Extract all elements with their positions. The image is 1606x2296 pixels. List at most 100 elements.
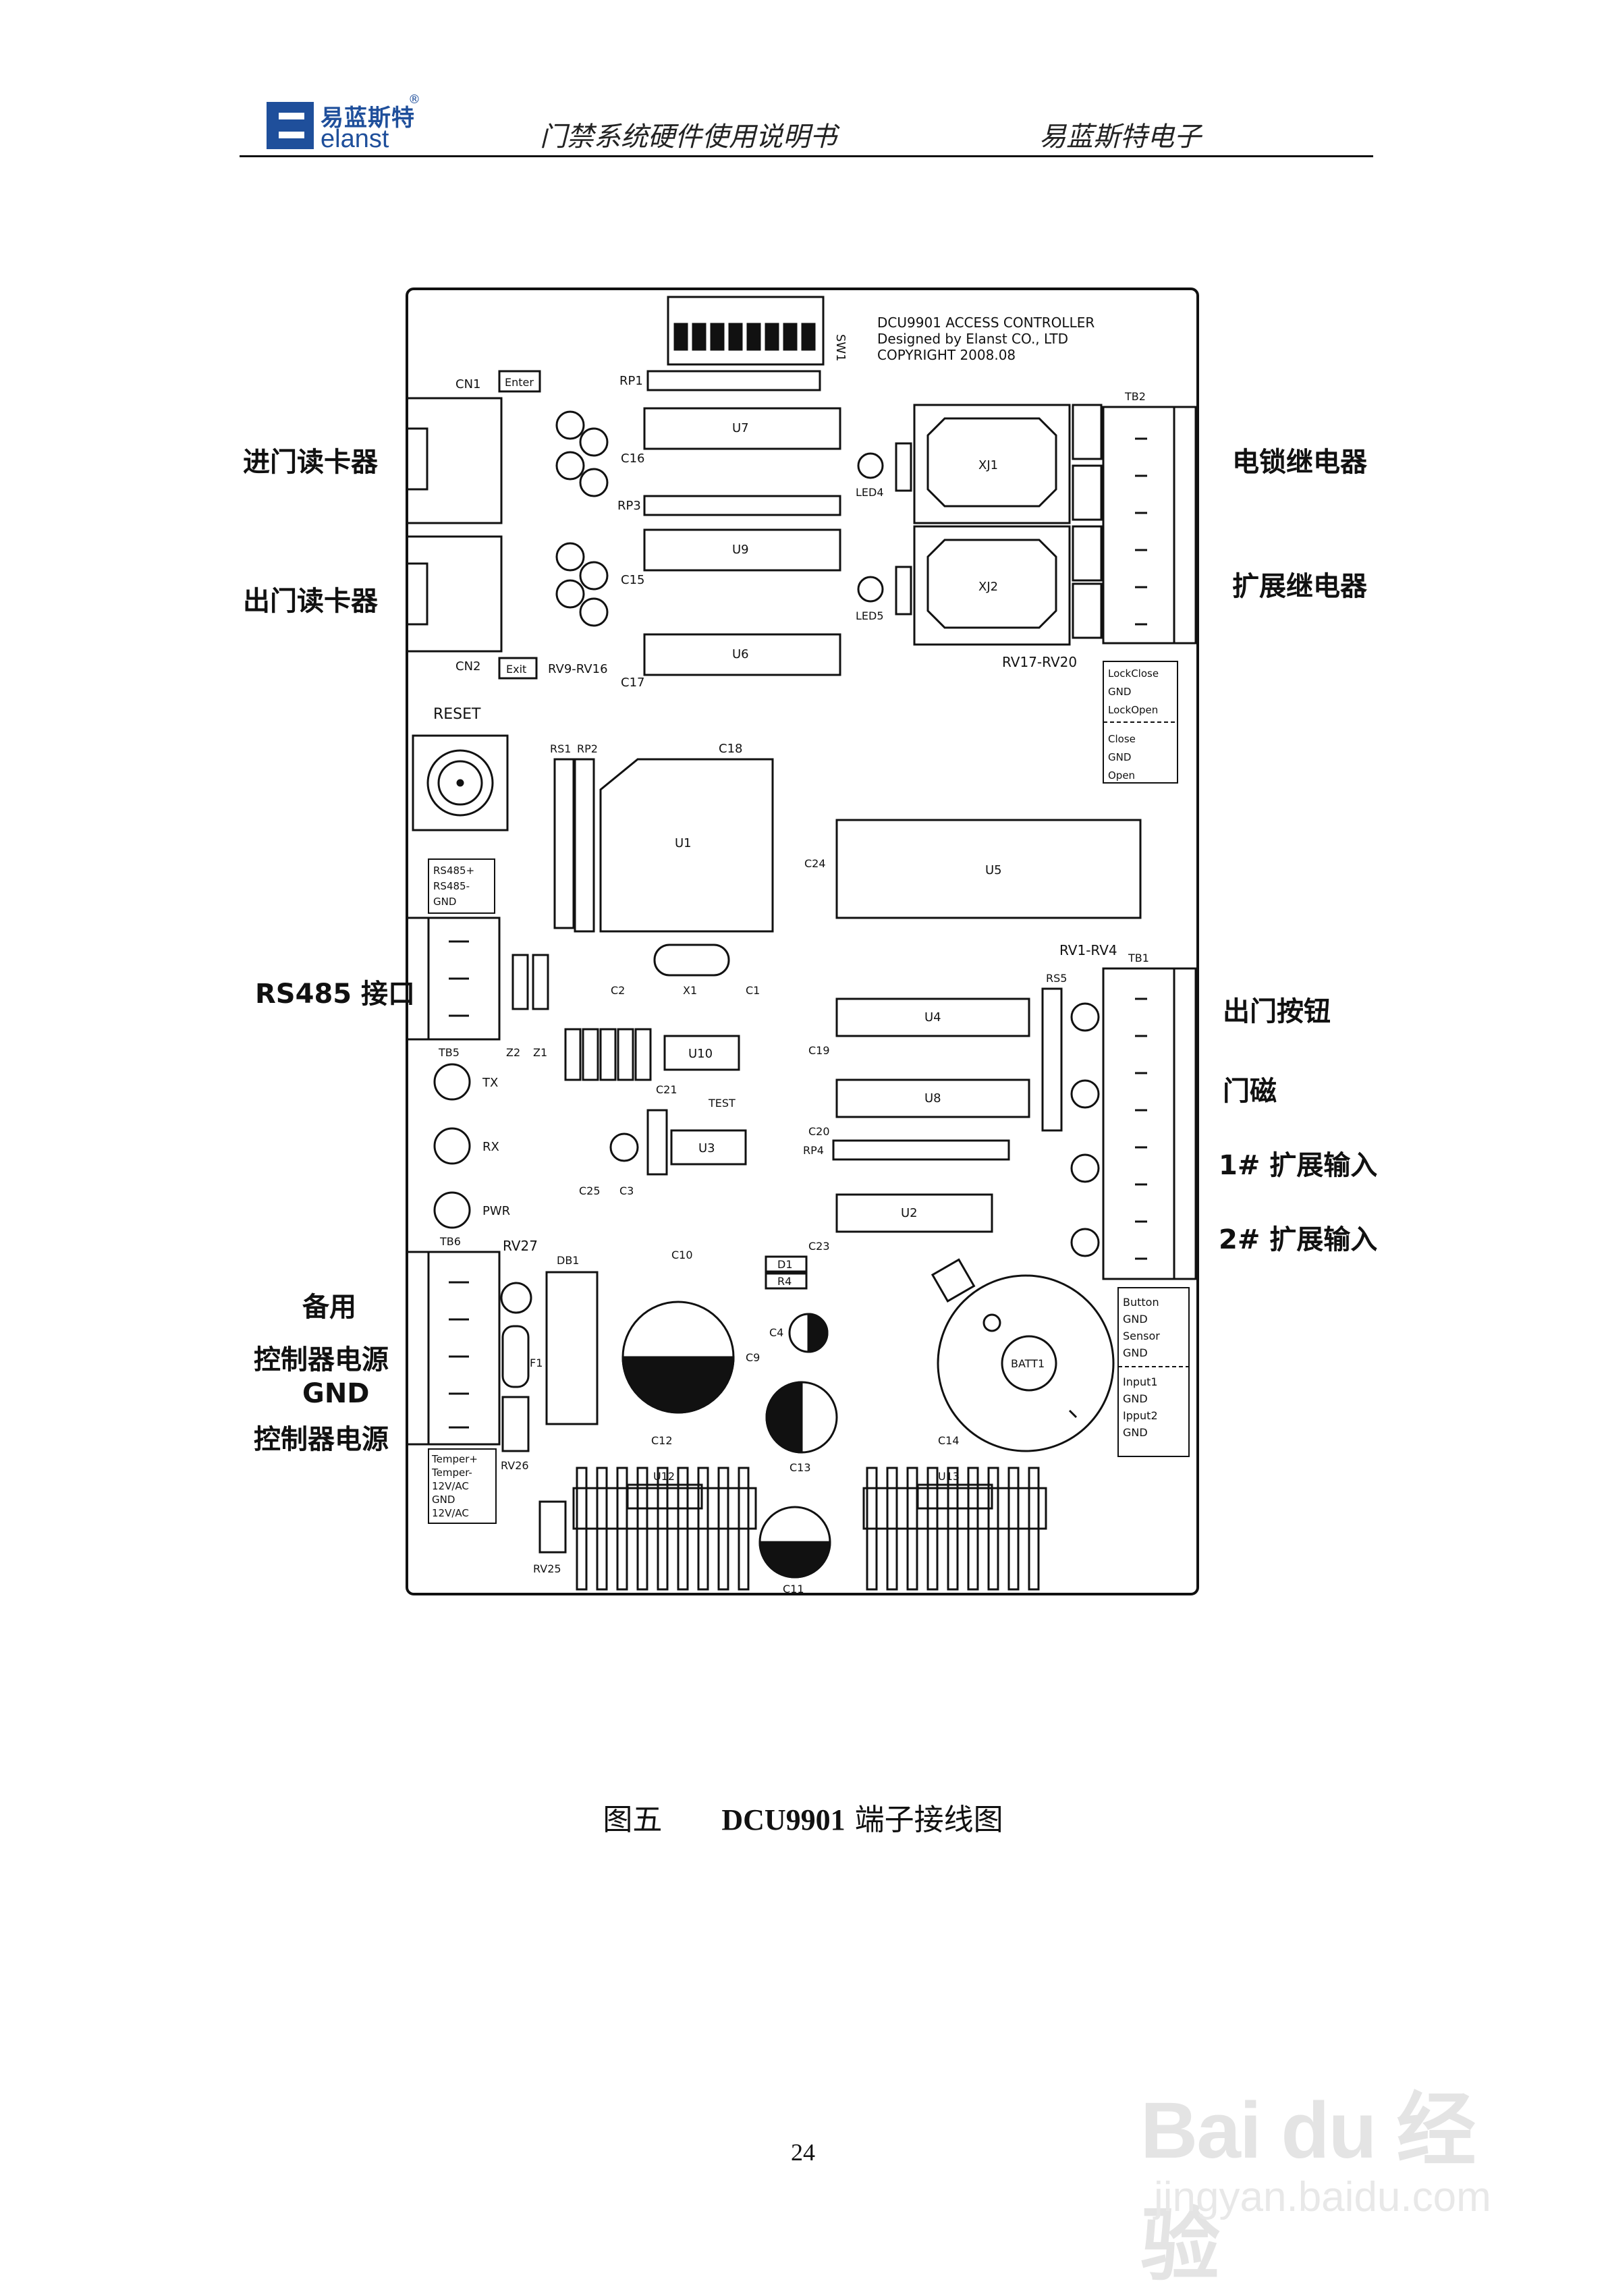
varistor-group-tb1 (1070, 1002, 1100, 1257)
figure-title: 端子接线图 (854, 1803, 1003, 1837)
capacitor-c9 (621, 1301, 735, 1414)
tb5-legend: RS485+ RS485- GND (428, 858, 495, 914)
label-led5: LED5 (856, 609, 884, 622)
rp1 (646, 370, 821, 391)
logo-registered: ® (408, 92, 420, 107)
label-rs485: RS485 接口 (255, 979, 416, 1010)
heatsink-fin (1028, 1467, 1040, 1591)
dip-key (765, 323, 779, 351)
resistor-r4 (765, 1272, 808, 1290)
diode-d1 (765, 1255, 808, 1273)
tb2-legend: LockClose GND LockOpen Close GND Open (1103, 661, 1178, 784)
label-tb5: TB5 (438, 1046, 460, 1059)
svg-text:Input1: Input1 (1123, 1375, 1158, 1388)
svg-text:TEST: TEST (708, 1097, 736, 1110)
svg-text:GND: GND (1123, 1392, 1148, 1405)
svg-text:RS485+: RS485+ (433, 865, 474, 877)
svg-text:XJ1: XJ1 (978, 458, 998, 472)
svg-text:C1: C1 (746, 984, 760, 997)
connector-cn1 (406, 397, 503, 524)
svg-text:RX: RX (482, 1140, 499, 1154)
board-title-2: Designed by Elanst CO., LTD (877, 331, 1068, 347)
chip-u9 (643, 528, 841, 572)
figure-number: 图五 (603, 1803, 663, 1837)
heatsink-fin (717, 1467, 729, 1591)
dip-key (746, 323, 761, 351)
label-rv17: RV17-RV20 (1002, 654, 1077, 670)
dip-key (673, 323, 688, 351)
board-title-1: DCU9901 ACCESS CONTROLLER (877, 315, 1095, 331)
led-tx (433, 1063, 471, 1101)
label-reset: RESET (433, 706, 481, 723)
svg-text:LockClose: LockClose (1108, 667, 1159, 680)
chip-u5 (835, 819, 1142, 919)
dip-switch-sw1: SW1 (667, 296, 848, 366)
tb1-legend: Button GND Sensor GND Input1 GND Ipput2 … (1117, 1287, 1190, 1457)
heatsink-fin (987, 1467, 999, 1591)
svg-text:Ipput2: Ipput2 (1123, 1409, 1158, 1422)
heatsink-fin (886, 1467, 898, 1591)
trimmer-c25 (609, 1132, 639, 1162)
svg-text:R4: R4 (777, 1275, 792, 1288)
svg-text:RV26: RV26 (501, 1459, 529, 1472)
heatsink-fin (947, 1467, 959, 1591)
chip-u10 (663, 1035, 740, 1071)
regulator-chip (626, 1483, 703, 1510)
svg-text:C9: C9 (746, 1351, 760, 1364)
svg-text:Sensor: Sensor (1123, 1330, 1160, 1342)
logo-cn: 易蓝斯特 (321, 105, 415, 132)
dip-key (728, 323, 743, 351)
svg-text:F1: F1 (530, 1357, 543, 1369)
svg-text:U12: U12 (653, 1470, 675, 1483)
label-ext-relay: 扩展继电器 (1232, 571, 1367, 602)
dip-key (692, 323, 707, 351)
rs5 (1041, 987, 1063, 1132)
svg-text:GND: GND (432, 1494, 455, 1506)
led4 (857, 452, 884, 479)
resistor-bank (564, 1028, 652, 1081)
dip-key (801, 323, 816, 351)
svg-text:12V/AC: 12V/AC (432, 1507, 469, 1519)
svg-text:X1: X1 (683, 984, 697, 997)
svg-text:D1: D1 (777, 1258, 793, 1271)
svg-text:C18: C18 (719, 742, 742, 756)
label-tb2: TB2 (1124, 390, 1146, 403)
dip-key (783, 323, 798, 351)
svg-text:C13: C13 (790, 1461, 811, 1474)
rp2 (574, 758, 595, 933)
heatsink-fin (636, 1467, 648, 1591)
label-cn1: CN1 (455, 377, 481, 391)
label-spare: 备用 (302, 1292, 356, 1323)
svg-text:RV25: RV25 (533, 1562, 561, 1575)
terminal-tb5 (406, 917, 501, 1041)
label-ctrl-power-1: 控制器电源 (254, 1344, 389, 1375)
svg-text:U2: U2 (901, 1206, 918, 1220)
svg-text:RV1-RV4: RV1-RV4 (1059, 942, 1117, 958)
heatsink-fin (1007, 1467, 1020, 1591)
svg-text:U9: U9 (732, 543, 749, 557)
zener-z1 (532, 954, 549, 1010)
svg-text:U7: U7 (732, 421, 749, 435)
led5 (857, 576, 884, 603)
heatsink-u13 (862, 1467, 1047, 1591)
figure-model: DCU9901 (721, 1803, 846, 1836)
relay-xj2: XJ2 (913, 525, 1071, 646)
svg-text:TB6: TB6 (439, 1235, 461, 1248)
dip-key (710, 323, 725, 351)
heatsink-fin (677, 1467, 689, 1591)
svg-text:C2: C2 (611, 984, 625, 997)
heatsink-fin (616, 1467, 628, 1591)
svg-text:GND: GND (1123, 1426, 1148, 1439)
led-rx (433, 1127, 471, 1165)
regulator-chip (916, 1483, 993, 1510)
heatsink-fin (926, 1467, 939, 1591)
crystal-x2 (646, 1109, 668, 1176)
svg-text:Close: Close (1108, 733, 1136, 745)
svg-text:GND: GND (1108, 751, 1131, 763)
svg-text:Z1: Z1 (533, 1046, 547, 1059)
svg-text:RP4: RP4 (803, 1144, 824, 1157)
svg-text:C12: C12 (651, 1434, 673, 1447)
svg-text:C11: C11 (783, 1583, 804, 1595)
svg-text:U5: U5 (985, 863, 1002, 877)
svg-text:RP2: RP2 (577, 742, 598, 755)
